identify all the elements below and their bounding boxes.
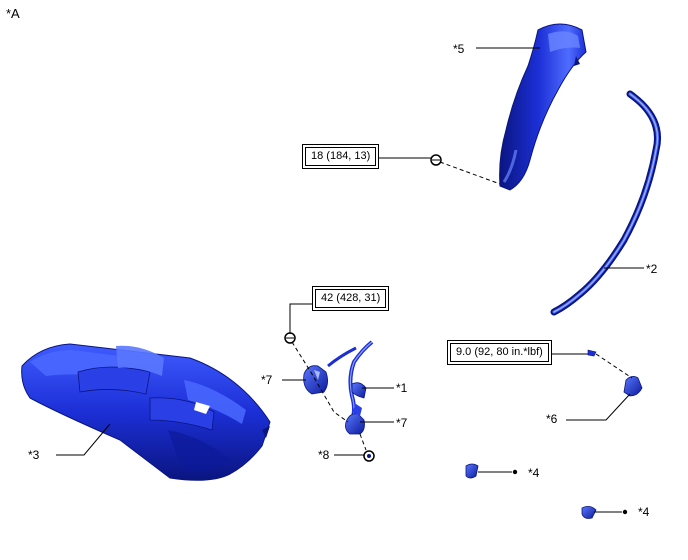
callout-8: *8 xyxy=(318,448,330,462)
seatback-side-pad xyxy=(499,23,587,191)
clip-upper xyxy=(465,463,479,479)
trim-strip xyxy=(550,90,661,316)
view-label: *A xyxy=(6,6,20,21)
bracket xyxy=(623,376,643,397)
callout-1: *1 xyxy=(396,381,408,395)
leader-dots xyxy=(512,469,628,515)
torque-spec-bracket-bolt: 9.0 (92, 80 in.*lbf) xyxy=(447,340,552,365)
callout-7-upper: *7 xyxy=(261,373,273,387)
torque-value: 42 (428, 31) xyxy=(315,289,387,308)
bolt-seatback xyxy=(430,154,442,166)
callout-6: *6 xyxy=(546,412,558,426)
bolt-belt-anchor xyxy=(284,332,296,344)
seat-belt-assembly xyxy=(327,340,374,421)
leader-lines xyxy=(56,47,644,513)
callout-7-lower: *7 xyxy=(396,416,408,430)
clip-lower xyxy=(581,506,597,519)
lower-buckle xyxy=(345,404,365,435)
torque-spec-belt-anchor-bolt: 42 (428, 31) xyxy=(312,286,390,311)
callout-4-upper: *4 xyxy=(528,466,540,480)
callout-3: *3 xyxy=(28,448,40,462)
torque-spec-seatback-bolt: 18 (184, 13) xyxy=(302,144,380,169)
bolt-bracket xyxy=(587,349,597,357)
callout-5: *5 xyxy=(453,42,465,56)
torque-value: 18 (184, 13) xyxy=(305,147,377,166)
rear-seat-cushion xyxy=(21,343,271,481)
torque-value: 9.0 (92, 80 in.*lbf) xyxy=(450,343,549,362)
assembly-lines xyxy=(291,161,633,451)
nut xyxy=(363,450,375,462)
callout-4-lower: *4 xyxy=(638,505,650,519)
callout-2: *2 xyxy=(646,262,658,276)
